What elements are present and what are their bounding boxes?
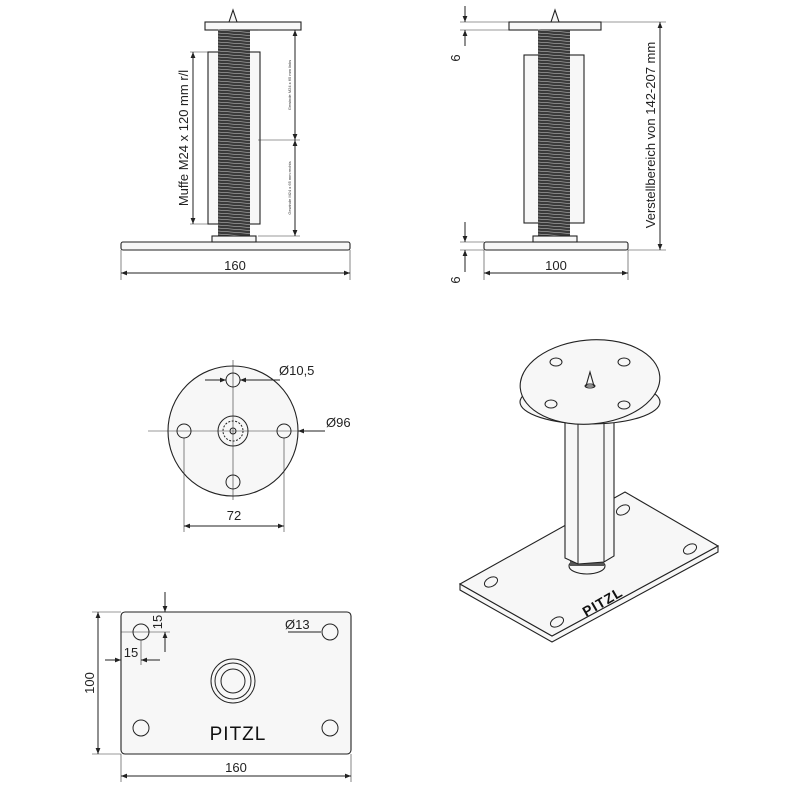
top-plate-thickness-label: 6 [448,54,463,61]
isometric-view: PITZL [458,339,720,643]
adjustment-range-label: Verstellbereich von 142-207 mm [643,42,658,228]
iso-tip [585,369,595,387]
width-label: 160 [224,258,246,273]
top-plate [508,21,602,31]
centering-tip [228,8,238,23]
rectangular-plate [120,611,352,755]
edge-offset-y-label: 15 [150,615,165,629]
base-plate-view: PITZL Ø13 15 15 100 160 [82,592,352,782]
center-hole [220,668,246,694]
sleeve-label: Muffe M24 x 120 mm r/l [176,70,191,206]
hole-diameter-label: Ø13 [285,617,310,632]
base-plate [483,241,629,251]
base-nut [532,235,578,243]
threaded-rod [537,29,571,240]
hole-top-right [321,623,339,641]
brand-text: PITZL [210,724,267,745]
center-nut-outer [210,658,256,704]
base-nut [211,235,257,243]
threaded-rod [217,29,251,240]
iso-sleeve [564,411,615,565]
hole-diameter-label: Ø10,5 [279,363,314,378]
width-label: 100 [545,258,567,273]
base-plate-thickness-label: 6 [448,276,463,283]
hole-spacing-label: 72 [227,508,241,523]
side-view: 6 6 100 Verstellbereich von 142-207 mm [448,6,666,284]
plate-diameter-label: Ø96 [326,415,351,430]
height-label: 100 [82,672,97,694]
top-plate-view: Ø10,5 Ø96 72 [148,360,351,532]
upper-thread-label: Gewinde M24 x 65 mm links [287,60,292,110]
hole-bottom-right [321,719,339,737]
centering-tip [550,8,560,23]
top-plate [204,21,302,31]
base-plate [120,241,351,251]
front-view: 160 Muffe M24 x 120 mm r/l Gewinde M24 x… [120,8,351,280]
lower-thread-label: Gewinde M24 x 65 mm rechts [287,161,292,214]
width-label: 160 [225,760,247,775]
edge-offset-x-label: 15 [124,645,138,660]
hole-bottom-left [132,719,150,737]
